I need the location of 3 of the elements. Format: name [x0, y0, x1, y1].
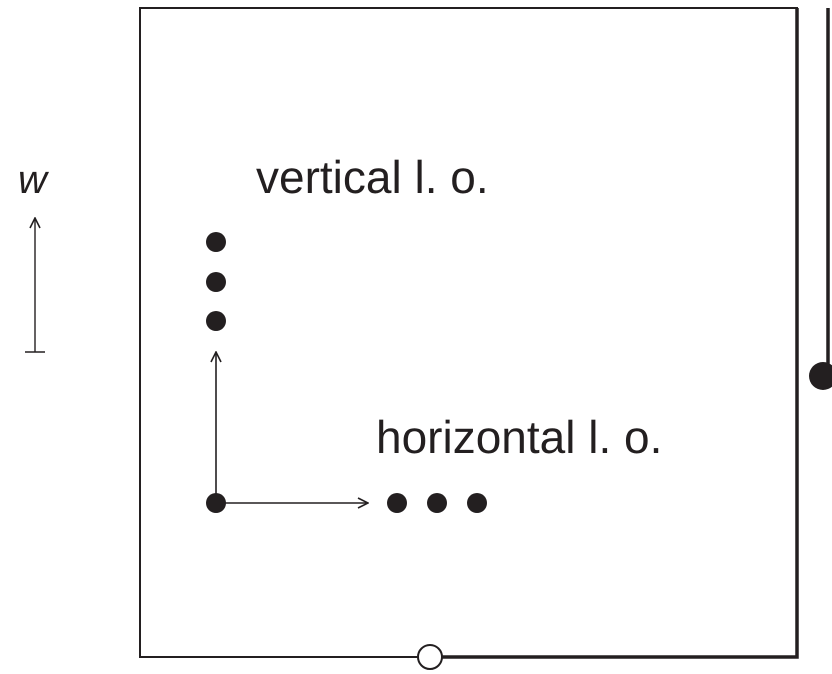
- axis-label: horizontal l. o.: [376, 414, 662, 460]
- variable-label: w: [18, 160, 47, 200]
- axis-label: vertical l. o.: [256, 154, 489, 200]
